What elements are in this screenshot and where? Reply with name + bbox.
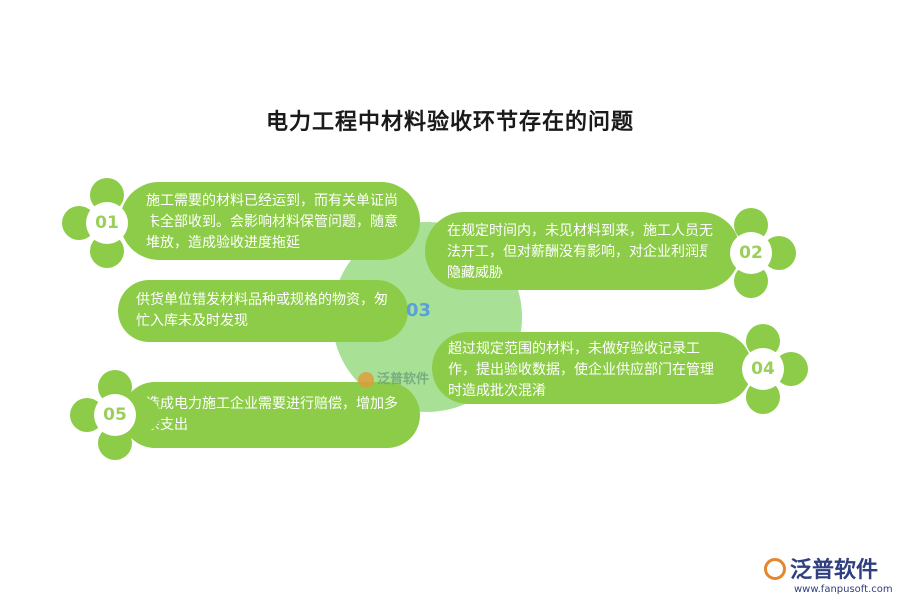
item-02-pill: 在规定时间内，未见材料到来，施工人员无法开工，但对薪酬没有影响，对企业利润是隐藏… xyxy=(425,212,740,290)
item-04-pill: 超过规定范围的材料，未做好验收记录工作，提出验收数据，使企业供应部门在管理时造成… xyxy=(432,332,752,404)
item-04-text: 超过规定范围的材料，未做好验收记录工作，提出验收数据，使企业供应部门在管理时造成… xyxy=(448,341,714,399)
diagram-title: 电力工程中材料验收环节存在的问题 xyxy=(265,110,634,135)
item-01-text: 施工需要的材料已经运到，而有关单证尚未全部收到。会影响材料保管问题，随意堆放，造… xyxy=(146,193,398,251)
item-01-flower: 01 xyxy=(62,178,152,268)
item-02-text: 在规定时间内，未见材料到来，施工人员无法开工，但对薪酬没有影响，对企业利润是隐藏… xyxy=(447,223,713,281)
item-01-pill: 施工需要的材料已经运到，而有关单证尚未全部收到。会影响材料保管问题，随意堆放，造… xyxy=(120,182,420,260)
item-03-text: 供货单位错发材料品种或规格的物资，匆忙入库未及时发现 xyxy=(136,292,388,329)
item-04-flower: 04 xyxy=(718,324,808,414)
watermark-logo-icon xyxy=(358,371,374,388)
item-05-text: 造成电力施工企业需要进行赔偿，增加多余支出 xyxy=(146,396,398,433)
item-05-pill: 造成电力施工企业需要进行赔偿，增加多余支出 xyxy=(122,382,420,448)
item-05-number: 05 xyxy=(103,405,127,425)
item-01-number: 01 xyxy=(95,213,119,233)
brand-name: 泛普软件 xyxy=(790,558,879,583)
item-04-number: 04 xyxy=(751,359,775,379)
brand-logo-icon xyxy=(764,558,786,580)
brand-url: www.fanpusoft.com xyxy=(794,584,893,595)
item-05-flower: 05 xyxy=(70,370,160,460)
center-number: 03 xyxy=(406,300,432,321)
item-02-flower: 02 xyxy=(706,208,796,298)
brand-logo: 泛普软件 www.fanpusoft.com xyxy=(764,552,893,595)
item-02-number: 02 xyxy=(739,243,763,263)
item-03-pill: 供货单位错发材料品种或规格的物资，匆忙入库未及时发现 xyxy=(118,280,408,342)
watermark-text: 泛普软件 xyxy=(377,372,430,387)
watermark: 泛普软件 xyxy=(358,368,429,388)
